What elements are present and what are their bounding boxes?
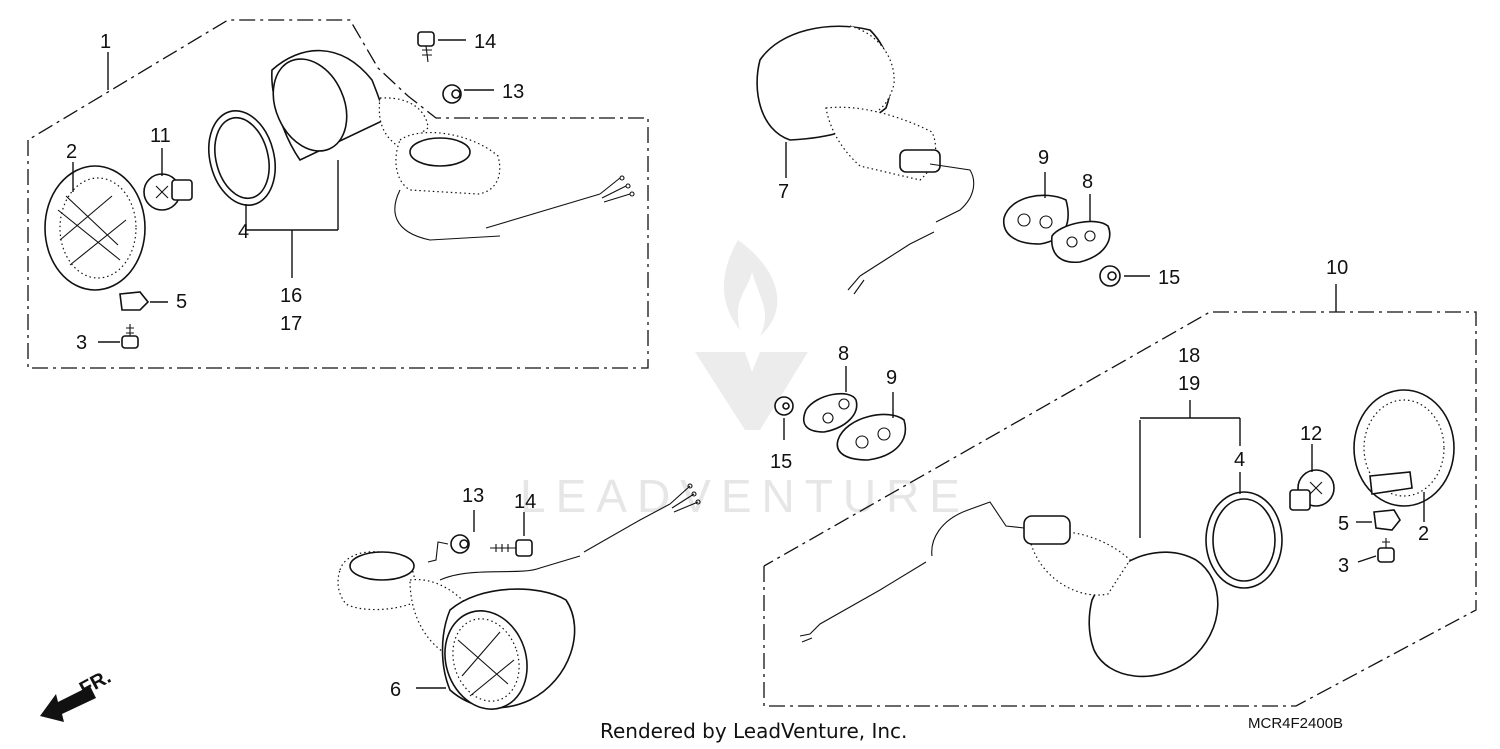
grommet-part-9 — [1003, 172, 1069, 245]
callout-14-bottom: 14 — [514, 491, 536, 513]
housing-part-16-17 — [271, 49, 635, 241]
clip-part-5-bottom — [1356, 509, 1401, 531]
screw-part-3-bottom — [1357, 538, 1395, 563]
nut-part-13-bottom — [427, 510, 475, 563]
callout-8: 8 — [1082, 171, 1093, 193]
callout-8-mid: 8 — [838, 343, 849, 365]
callout-2: 2 — [66, 141, 77, 163]
assembly-middle — [774, 366, 907, 461]
callout-12: 12 — [1300, 423, 1322, 445]
assembly-top-right — [756, 25, 1150, 295]
callout-19: 19 — [1178, 373, 1200, 395]
bulb-part-11 — [143, 148, 193, 211]
leadventure-watermark: LEADVENTURE — [520, 240, 970, 522]
callout-4: 4 — [238, 221, 249, 243]
nut-part-15 — [1099, 265, 1150, 287]
callout-9: 9 — [1038, 147, 1049, 169]
gasket-part-4-bottom — [1205, 472, 1283, 589]
callout-17: 17 — [280, 313, 302, 335]
plate-part-8 — [1051, 194, 1111, 263]
grommet-part-9-mid — [836, 392, 907, 461]
callout-15-mid: 15 — [770, 451, 792, 473]
clip-part-5 — [119, 291, 168, 311]
callout-10: 10 — [1326, 257, 1348, 279]
assembly-bottom-left — [337, 483, 701, 710]
front-direction-arrow: FR. — [40, 666, 115, 722]
callout-9-mid: 9 — [886, 367, 897, 389]
callout-4-bottom: 4 — [1234, 449, 1245, 471]
assembly-top-left — [27, 19, 649, 369]
callout-1: 1 — [100, 31, 111, 53]
screw-part-14 — [417, 31, 466, 63]
callout-3: 3 — [76, 332, 87, 354]
gasket-part-4 — [208, 109, 339, 278]
watermark-text: LEADVENTURE — [520, 470, 970, 522]
callout-7: 7 — [778, 181, 789, 203]
screw-part-14-bottom — [490, 512, 533, 557]
nut-part-15-mid — [774, 396, 794, 440]
callout-18: 18 — [1178, 345, 1200, 367]
callout-5-bottom: 5 — [1338, 513, 1349, 535]
callout-13-bottom: 13 — [462, 485, 484, 507]
callout-16: 16 — [280, 285, 302, 307]
callout-2-bottom: 2 — [1418, 523, 1429, 545]
callout-3-bottom: 3 — [1338, 555, 1349, 577]
assembly-bottom-right — [763, 284, 1477, 707]
bulb-part-12 — [1289, 444, 1335, 511]
callout-15: 15 — [1158, 267, 1180, 289]
lens-part-2-bottom — [1353, 389, 1455, 522]
diagram-code: MCR4F2400B — [1248, 715, 1343, 732]
callout-5: 5 — [176, 291, 187, 313]
callout-11: 11 — [150, 125, 171, 147]
callout-labels: 1 2 11 4 5 3 16 17 14 13 7 9 8 15 8 9 15… — [66, 31, 1429, 701]
screw-part-3 — [98, 324, 139, 349]
callout-14: 14 — [474, 31, 496, 53]
callout-6: 6 — [390, 679, 401, 701]
lens-part-2 — [44, 162, 146, 291]
plate-part-8-mid — [802, 366, 858, 433]
callout-13: 13 — [502, 81, 524, 103]
footer-credit: Rendered by LeadVenture, Inc. — [600, 719, 907, 743]
nut-part-13 — [442, 84, 494, 104]
